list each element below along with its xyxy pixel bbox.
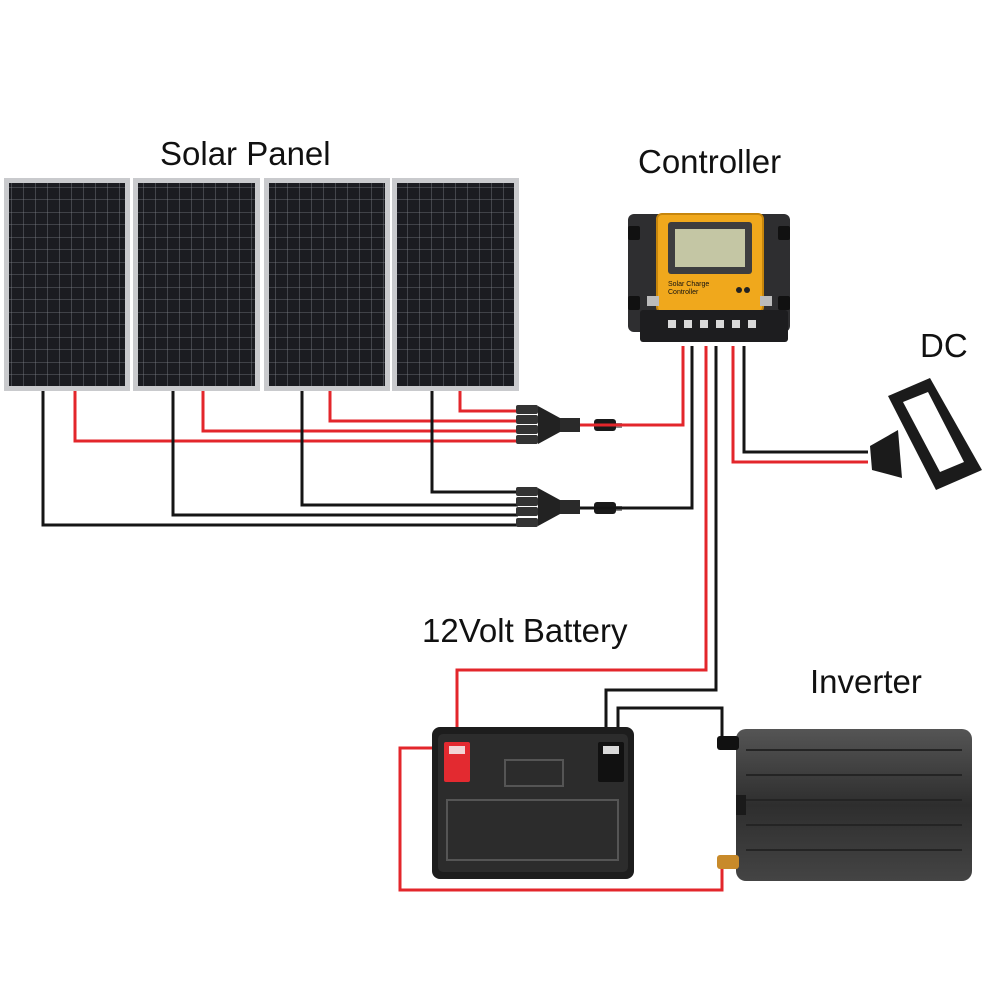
inverter-negative-wire (616, 706, 724, 740)
positive-panel-wires (73, 391, 518, 443)
negative-branch-connector (516, 487, 622, 527)
inverter-negative-terminal (717, 736, 739, 750)
battery (432, 727, 634, 879)
positive-branch-connector (516, 405, 622, 444)
dc-label: DC (920, 327, 968, 364)
dc-load-positive-wire (731, 346, 868, 464)
battery-label: 12Volt Battery (422, 612, 628, 649)
controller-face-line2: Controller (668, 289, 699, 296)
solar-panel-3 (264, 178, 390, 391)
controller-face-line1: Solar Charge (668, 281, 709, 288)
charge-controller: Solar Charge Controller (628, 213, 790, 342)
inverter-positive-terminal (717, 855, 739, 869)
battery-positive-wire (455, 346, 708, 738)
dc-load-lamp (870, 378, 982, 490)
pv-positive-wire (580, 346, 685, 427)
inverter-label: Inverter (810, 663, 922, 700)
controller-label: Controller (638, 143, 782, 180)
controller-lcd (675, 229, 745, 267)
dc-load-negative-wire (742, 346, 868, 454)
inverter (717, 729, 972, 881)
negative-panel-wires (41, 391, 518, 527)
solar-panel-2 (133, 178, 260, 391)
solar-panel-1 (4, 178, 130, 391)
battery-negative-wire (604, 346, 718, 738)
solar-panel-4 (392, 178, 519, 391)
inverter-positive-wire (398, 746, 724, 892)
solar-panel-label: Solar Panel (160, 135, 331, 172)
pv-negative-wire (580, 346, 694, 510)
solar-panel-array (4, 178, 519, 391)
